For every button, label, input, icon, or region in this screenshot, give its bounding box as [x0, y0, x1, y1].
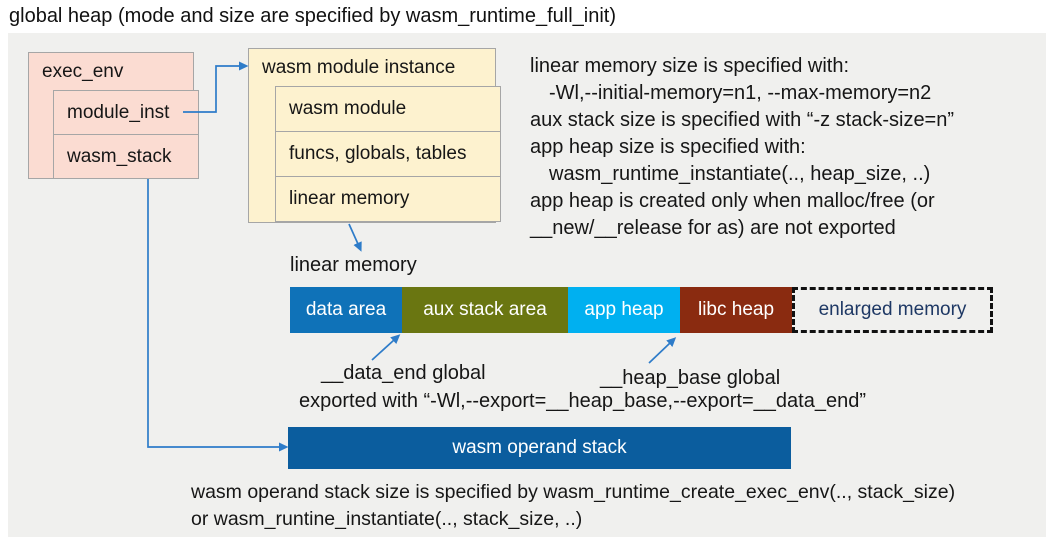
- annotation-export-note: exported with “-Wl,--export=__heap_base,…: [299, 390, 866, 412]
- aux-stack-area-label: aux stack area: [423, 299, 547, 320]
- funcs-globals-tables-label: funcs, globals, tables: [289, 143, 467, 164]
- note-line-7: __new/__release for as) are not exported: [530, 217, 896, 239]
- memory-segment-app-heap: app heap: [568, 287, 680, 333]
- memory-size-notes: linear memory size is specified with: -W…: [530, 53, 954, 242]
- linear-memory-row-label: linear memory: [289, 188, 410, 209]
- wasm-stack-label: wasm_stack: [67, 145, 172, 167]
- data-area-label: data area: [305, 299, 387, 320]
- module-instance-row-wasm-module: wasm module: [275, 86, 501, 132]
- module-inst-label: module_inst: [67, 101, 170, 123]
- memory-segment-libc-heap: libc heap: [680, 287, 792, 333]
- module-instance-row-linear-memory: linear memory: [275, 176, 501, 222]
- diagram-title: global heap (mode and size are specified…: [9, 5, 616, 27]
- note-line-2: -Wl,--initial-memory=n1, --max-memory=n2: [549, 82, 932, 104]
- wasm-module-label: wasm module: [289, 98, 407, 119]
- module-instance-header: wasm module instance: [262, 57, 456, 78]
- annotation-data-end-global: __data_end global: [321, 362, 486, 384]
- app-heap-label: app heap: [584, 299, 664, 320]
- libc-heap-label: libc heap: [697, 299, 775, 320]
- memory-segment-aux-stack-area: aux stack area: [402, 287, 568, 333]
- note-line-4: app heap size is specified with:: [530, 136, 806, 158]
- note-line-5: wasm_runtime_instantiate(.., heap_size, …: [549, 163, 931, 185]
- operand-stack-note-line-2: or wasm_runtine_instantiate(.., stack_si…: [191, 508, 583, 530]
- exec-env-row-module-inst: module_inst: [53, 90, 199, 135]
- enlarged-memory-label: enlarged memory: [818, 299, 967, 320]
- operand-stack-bar: wasm operand stack: [288, 427, 791, 469]
- memory-segment-data-area: data area: [290, 287, 402, 333]
- note-line-3: aux stack size is specified with “-z sta…: [530, 109, 955, 131]
- exec-env-row-wasm-stack: wasm_stack: [53, 134, 199, 179]
- operand-stack-label: wasm operand stack: [452, 437, 627, 458]
- annotation-heap-base-global: __heap_base global: [600, 367, 781, 389]
- memory-segment-enlarged-memory: enlarged memory: [792, 287, 993, 333]
- linear-memory-bar-title: linear memory: [290, 254, 417, 276]
- note-line-6: app heap is created only when malloc/fre…: [530, 190, 935, 212]
- exec-env-header: exec_env: [42, 61, 124, 82]
- operand-stack-note-line-1: wasm operand stack size is specified by …: [191, 481, 956, 503]
- operand-stack-note: wasm operand stack size is specified by …: [191, 479, 955, 533]
- note-line-1: linear memory size is specified with:: [530, 55, 849, 77]
- module-instance-row-funcs-globals-tables: funcs, globals, tables: [275, 131, 501, 177]
